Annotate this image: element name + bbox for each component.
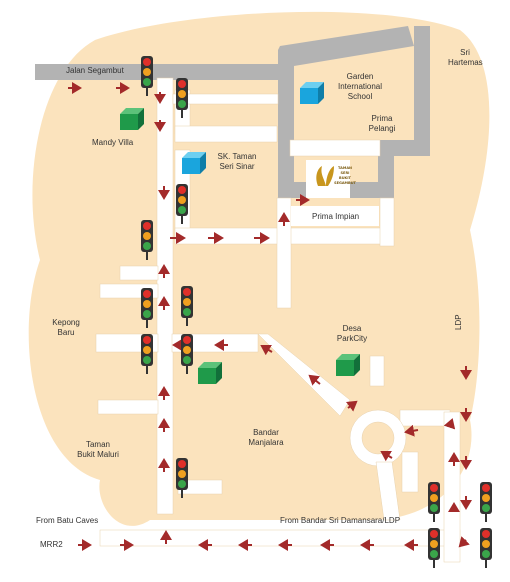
logo-text-line-2: SERI <box>340 171 350 175</box>
logo-text-line-4: SEGAMBUT <box>334 181 356 185</box>
prima-impian-block <box>291 206 379 226</box>
bandar-manjalara-label-2: Manjalara <box>248 438 284 447</box>
desa-parkcity-label-1: Desa <box>342 324 362 333</box>
traffic-light-icon <box>176 458 188 498</box>
prima-pelangi-label-1: Prima <box>371 114 393 123</box>
traffic-light-icon <box>141 334 153 374</box>
kepong-baru-label-2: Baru <box>57 328 75 337</box>
traffic-light-icon <box>141 288 153 328</box>
traffic-light-icon <box>181 334 193 374</box>
mandy-villa-label: Mandy Villa <box>92 138 134 147</box>
traffic-light-icon <box>428 528 440 568</box>
prima-impian-label: Prima Impian <box>312 212 360 221</box>
bandar-manjalara-label-1: Bandar <box>253 428 279 437</box>
from-batu-caves-label: From Batu Caves <box>36 516 99 525</box>
jalan-segambut-label: Jalan Segambut <box>66 66 124 75</box>
traffic-light-icon <box>480 482 492 522</box>
traffic-light-icon <box>480 528 492 568</box>
traffic-lights <box>141 56 492 568</box>
sk-taman-label-2: Seri Sinar <box>219 162 255 171</box>
desa-parkcity-label-2: ParkCity <box>336 334 368 343</box>
building-desa-parkcity <box>336 354 360 376</box>
logo-text-line-3: BUKIT <box>339 176 351 180</box>
ldp-label: LDP <box>454 314 463 330</box>
building-mandy-villa <box>120 108 144 130</box>
garden-school-label-3: School <box>347 92 373 101</box>
garden-school-label-1: Garden <box>346 72 374 81</box>
logo-text-line-1: TAMAN <box>338 166 352 170</box>
from-bandar-sri-damansara-label: From Bandar Sri Damansara/LDP <box>280 516 401 525</box>
taman-bukit-maluri-label-1: Taman <box>85 440 110 449</box>
traffic-light-icon <box>428 482 440 522</box>
traffic-light-icon <box>176 78 188 118</box>
building-kepong-green <box>198 362 222 384</box>
sri-hartemas-label-2: Hartemas <box>448 58 483 67</box>
traffic-light-icon <box>141 220 153 260</box>
kepong-baru-label-1: Kepong <box>52 318 80 327</box>
prima-pelangi-label-2: Pelangi <box>368 124 396 133</box>
building-garden-school <box>300 82 324 104</box>
traffic-arrows <box>68 82 472 551</box>
garden-school-label-2: International <box>337 82 383 91</box>
traffic-light-icon <box>176 184 188 224</box>
main-road <box>35 26 430 198</box>
traffic-light-icon <box>141 56 153 96</box>
sk-taman-label-1: SK. Taman <box>217 152 257 161</box>
sri-hartemas-label-1: Sri <box>460 48 470 57</box>
mrr2-label: MRR2 <box>40 540 63 549</box>
building-sk-taman <box>182 152 206 174</box>
taman-bukit-maluri-label-2: Bukit Maluri <box>77 450 119 459</box>
traffic-light-icon <box>181 286 193 326</box>
